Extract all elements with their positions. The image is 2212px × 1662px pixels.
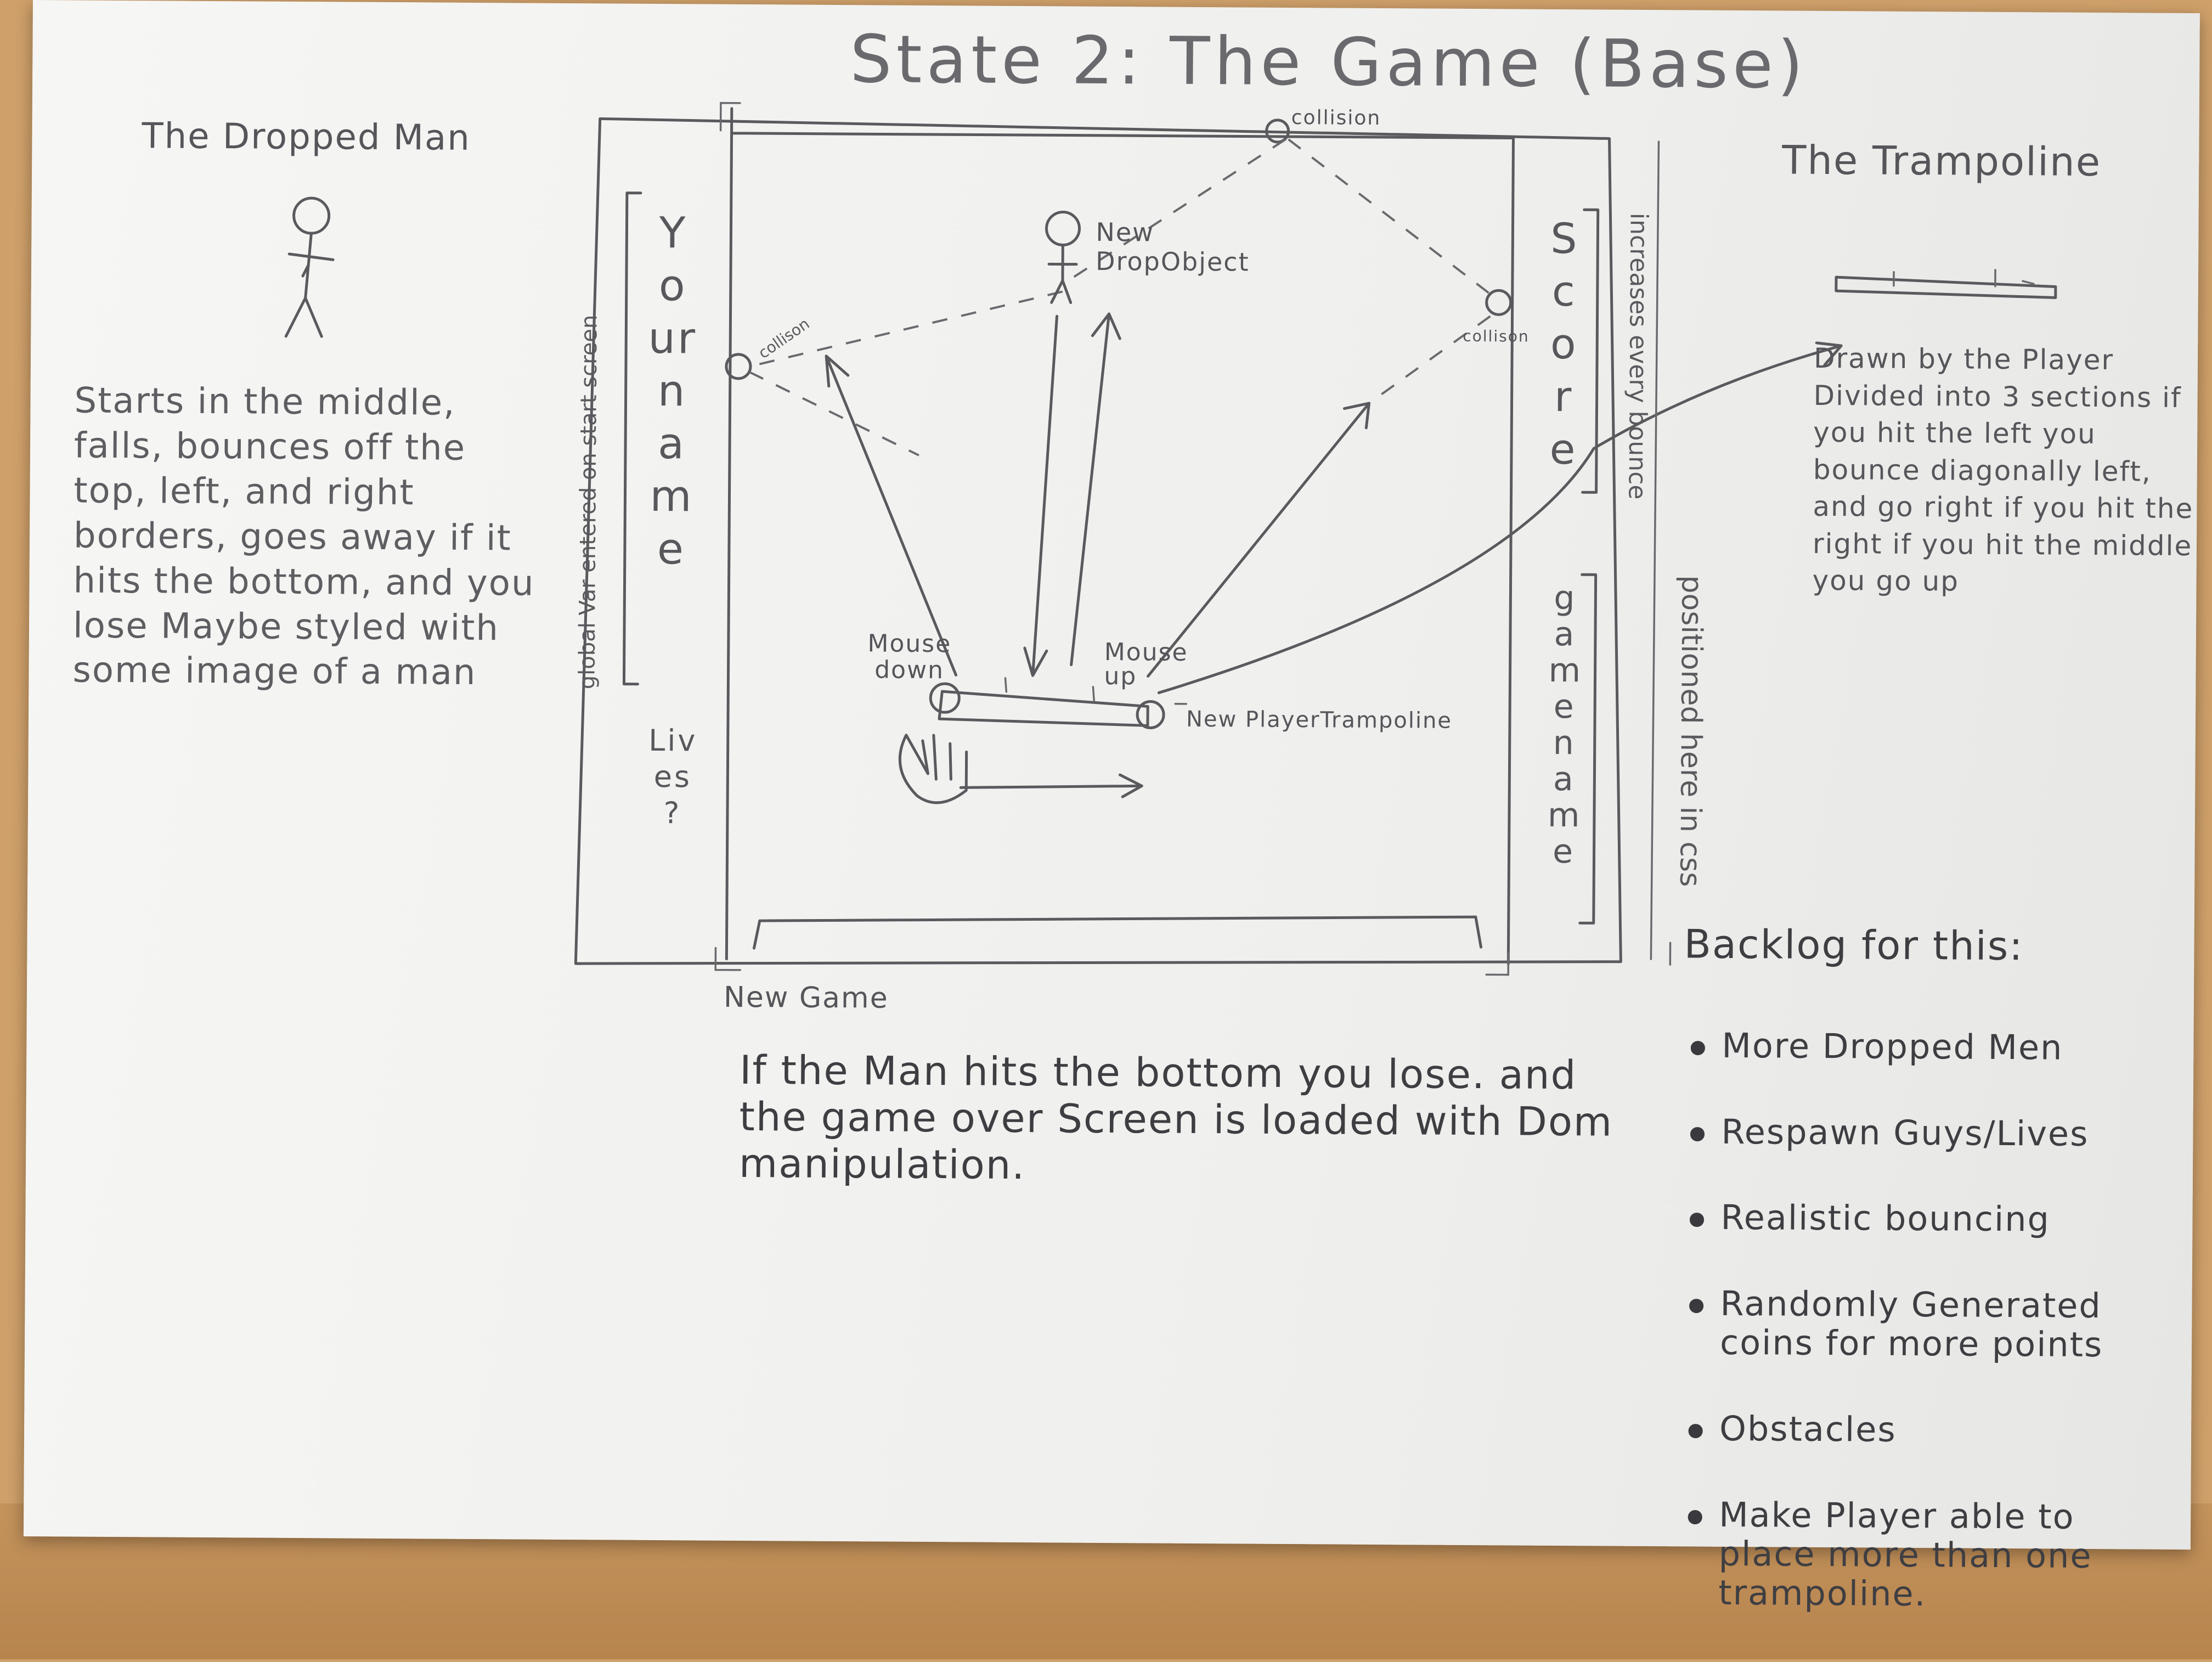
sketch-drawing <box>284 102 2057 976</box>
dropped-man-description: Starts in the middle, falls, bounces off… <box>72 380 535 694</box>
arrow-up-right <box>1147 402 1371 678</box>
backlog-heading: Backlog for this: <box>1684 921 2024 970</box>
backlog-item: Randomly Generated coins for more points <box>1681 1283 2176 1365</box>
collision-left-circle <box>725 353 752 380</box>
arrow-down <box>1023 314 1059 677</box>
trampoline-heading: The Trampoline <box>1782 137 2102 185</box>
backlog-item: More Dropped Men <box>1683 1026 2177 1068</box>
corner-bracket-top <box>719 102 741 132</box>
hand-cursor-icon <box>898 734 968 804</box>
collision-top-label: collision <box>1291 106 1381 130</box>
trajectory-dashed <box>749 138 1491 457</box>
new-game-label: New Game <box>723 981 889 1015</box>
arrow-up-left <box>825 354 958 677</box>
mouse-down-circle <box>929 682 961 714</box>
player-trampoline <box>938 690 1149 727</box>
trampoline-description: Drawn by the Player Divided into 3 secti… <box>1812 342 2194 598</box>
collision-top-circle <box>1265 119 1290 144</box>
sketch-paper: State 2: The Game (Base) The Dropped Man… <box>23 0 2200 1614</box>
game-canvas-border <box>725 107 1515 965</box>
mouse-up-label: Mouse up <box>1104 638 1188 691</box>
trampoline-diagram <box>1835 275 2057 300</box>
lives-label: Lives ? <box>648 723 698 831</box>
dropped-man-heading: The Dropped Man <box>142 116 471 159</box>
trampoline-diagram-ticks <box>1893 269 2035 288</box>
mouse-down-label: Mouse down <box>867 629 952 685</box>
bottom-bar <box>752 915 1483 950</box>
backlog-item: Respawn Guys/Lives <box>1683 1112 2176 1154</box>
dropped-man-head <box>292 196 331 235</box>
name-bracket <box>622 191 642 686</box>
arrow-up <box>1070 312 1121 667</box>
arrow-to-trampoline-note <box>1157 341 1843 695</box>
outer-frame <box>574 117 1622 965</box>
game-name-label: game name <box>1547 578 1583 871</box>
new-drop-object-label: New DropObject <box>1095 217 1250 277</box>
game-name-note: positioned here in css <box>1673 575 1708 887</box>
right-column-ticks <box>1650 140 1672 966</box>
trampoline-section-ticks <box>1004 677 1187 705</box>
dropped-man-body <box>284 232 335 338</box>
collision-right-circle <box>1485 289 1513 316</box>
backlog-list: More Dropped Men Respawn Guys/Lives Real… <box>1680 987 2177 1661</box>
score-bracket <box>1581 208 1600 494</box>
score-label: Score <box>1549 213 1579 474</box>
drop-object-head <box>1045 210 1081 246</box>
your-name-label: Your name <box>648 208 698 574</box>
collision-right-label: collison <box>1463 326 1530 346</box>
corner-bracket-bottom-right <box>1485 951 1510 976</box>
drag-arrow <box>959 773 1143 798</box>
backlog-item: Realistic bouncing <box>1682 1197 2176 1240</box>
lose-note: If the Man hits the bottom you lose. and… <box>738 1046 1613 1188</box>
corner-bracket-bottom-left <box>714 947 741 971</box>
game-name-bracket <box>1578 573 1598 925</box>
page-title: State 2: The Game (Base) <box>849 21 1808 104</box>
backlog-item: Make Player able to place more than one … <box>1680 1494 2174 1615</box>
new-player-trampoline-label: New PlayerTrampoline <box>1186 706 1453 734</box>
mouse-up-circle <box>1136 700 1165 729</box>
score-note: increases every bounce <box>1623 212 1653 500</box>
global-var-label: global Var entered on start screen <box>574 314 602 690</box>
drop-object-body <box>1047 243 1078 305</box>
backlog-item: Obstacles <box>1681 1409 2175 1451</box>
